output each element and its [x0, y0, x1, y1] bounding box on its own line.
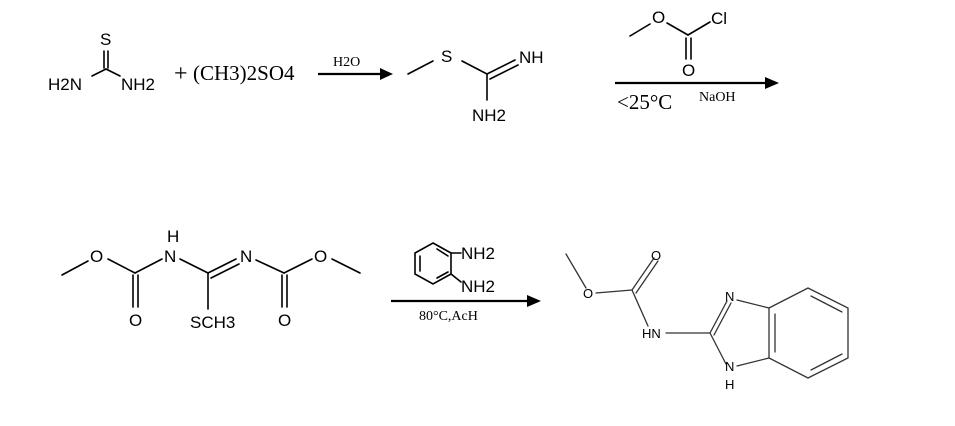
phenylenediamine-structure: NH2 NH2 — [414, 242, 495, 296]
intermediate-o3-label: O — [278, 311, 291, 330]
intermediate-n2-label: N — [240, 247, 252, 266]
isothiourea-structure: S NH NH2 — [407, 47, 544, 125]
step2-temperature: <25°C — [617, 90, 672, 114]
benzene-inner-b — [810, 295, 843, 313]
thiourea-nh2-label: NH2 — [121, 75, 155, 94]
carbendazim-o-top: O — [651, 248, 661, 263]
intermediate-h-label: H — [167, 227, 179, 246]
carbendazim-n: N — [725, 289, 734, 304]
c-o-double-a — [631, 257, 655, 291]
methyl-o-bond — [629, 23, 651, 37]
c-n-double-a — [207, 258, 237, 274]
nh-c-bond — [179, 258, 209, 274]
phenylenediamine-nh2-top: NH2 — [461, 244, 495, 263]
plus-sign: + — [174, 61, 188, 87]
c-o-double-b — [635, 260, 659, 294]
thiourea-s-label: S — [100, 30, 111, 49]
thiourea-h2n-label: H2N — [48, 75, 82, 94]
fused-benzene-ring — [768, 287, 849, 379]
c-cl-bond — [687, 21, 711, 36]
arrow-step2 — [615, 77, 779, 89]
step2-base: NaOH — [699, 90, 736, 105]
carbendazim-hn: HN — [642, 326, 661, 341]
ring-double-b — [436, 248, 449, 257]
n-c-bond-right — [255, 259, 285, 274]
c2-n3-double-a — [709, 300, 728, 334]
c2-n1-bond — [709, 332, 727, 365]
o-c-bond — [595, 289, 633, 294]
n3-c3a-bond — [736, 299, 770, 309]
intermediate-o4-label: O — [314, 247, 327, 266]
c-nh-bond — [631, 289, 649, 327]
c2-n3-double-b — [713, 302, 732, 336]
intermediate-o2-label: O — [129, 311, 142, 330]
o-c-bond — [666, 22, 689, 36]
ch3-o-bond-left — [61, 260, 89, 276]
chloroformate-structure: O Cl O — [629, 8, 727, 80]
c-o-bond-right — [283, 258, 313, 274]
carbendazim-o-mid: O — [583, 286, 593, 301]
carbamate-intermediate-structure: H O N N O O SCH3 O — [61, 227, 361, 332]
isothiourea-nh-label: NH — [519, 48, 544, 67]
carbendazim-nh-h: H — [725, 377, 734, 392]
phenylenediamine-nh2-bottom: NH2 — [461, 277, 495, 296]
ring-nh2-bottom-bond — [450, 273, 462, 283]
o-ch3-bond-right — [331, 258, 361, 274]
arrow-step3 — [391, 295, 541, 307]
methyl-s-bond — [407, 60, 434, 75]
step3-condition: 80°C,AcH — [419, 309, 478, 324]
s-c-bond — [461, 60, 488, 75]
ch3-o-bond — [565, 253, 587, 289]
step1-condition: H2O — [333, 55, 360, 70]
dimethyl-sulfate-label: (CH3)2SO4 — [193, 61, 295, 85]
n1-c7a-bond — [736, 357, 770, 367]
isothiourea-s-label: S — [441, 47, 452, 66]
chloroformate-o-double-label: O — [682, 61, 695, 80]
c-n-double-bond-b — [489, 64, 519, 80]
carbendazim-nh-n: N — [725, 359, 734, 374]
c-n-double-bond-a — [486, 59, 516, 75]
c-n-double-b — [210, 263, 240, 279]
thiourea-cn-bond-right — [105, 68, 121, 77]
intermediate-o1-label: O — [90, 247, 103, 266]
thiourea-cn-bond-left — [91, 68, 107, 77]
isothiourea-nh2-label: NH2 — [472, 106, 506, 125]
benzene-inner-c — [810, 353, 843, 371]
chloroformate-cl-label: Cl — [711, 9, 727, 28]
arrow-step1 — [318, 68, 393, 80]
intermediate-n1-label: N — [164, 247, 176, 266]
intermediate-sch3-label: SCH3 — [190, 313, 235, 332]
o-c-bond-left — [107, 258, 136, 274]
c-nh-bond — [134, 258, 163, 274]
thiourea-structure: S H2N NH2 — [48, 30, 155, 94]
carbendazim-structure: O O HN N N H — [565, 248, 849, 392]
chloroformate-o-label: O — [652, 8, 665, 27]
ring-double-c — [436, 271, 449, 279]
